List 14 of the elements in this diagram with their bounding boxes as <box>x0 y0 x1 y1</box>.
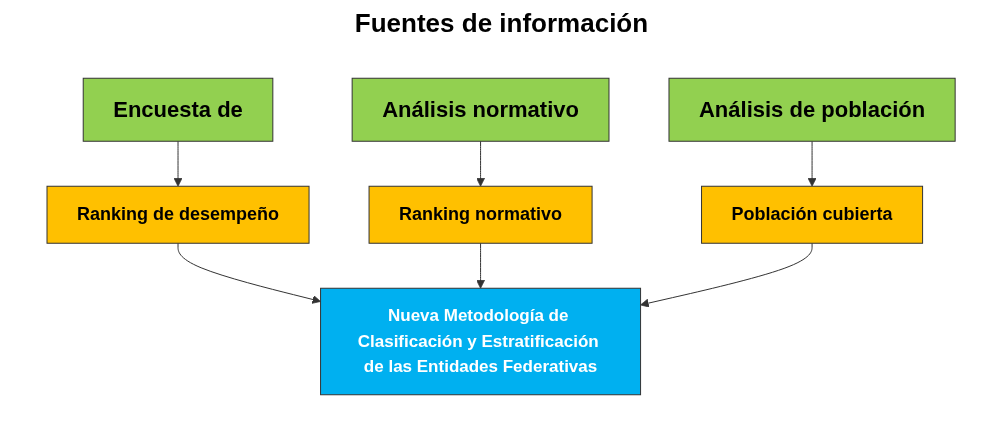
node-box: Análisis normativo <box>352 77 610 142</box>
node-box: Nueva Metodología de Clasificación y Estratificación de las Entidades Federativas <box>320 287 642 396</box>
arrow <box>476 242 486 289</box>
arrow <box>640 242 813 308</box>
diagram-title: Fuentes de información <box>354 8 649 39</box>
node-box: Ranking de desempeño <box>46 185 310 244</box>
node-box: Población cubierta <box>701 185 924 244</box>
arrow <box>808 140 817 187</box>
node-box: Ranking normativo <box>368 185 593 244</box>
node-box: Encuesta de <box>83 77 274 142</box>
arrow <box>177 242 322 304</box>
node-box: Análisis de población <box>668 77 957 142</box>
arrow <box>174 140 183 187</box>
arrow <box>476 140 486 187</box>
